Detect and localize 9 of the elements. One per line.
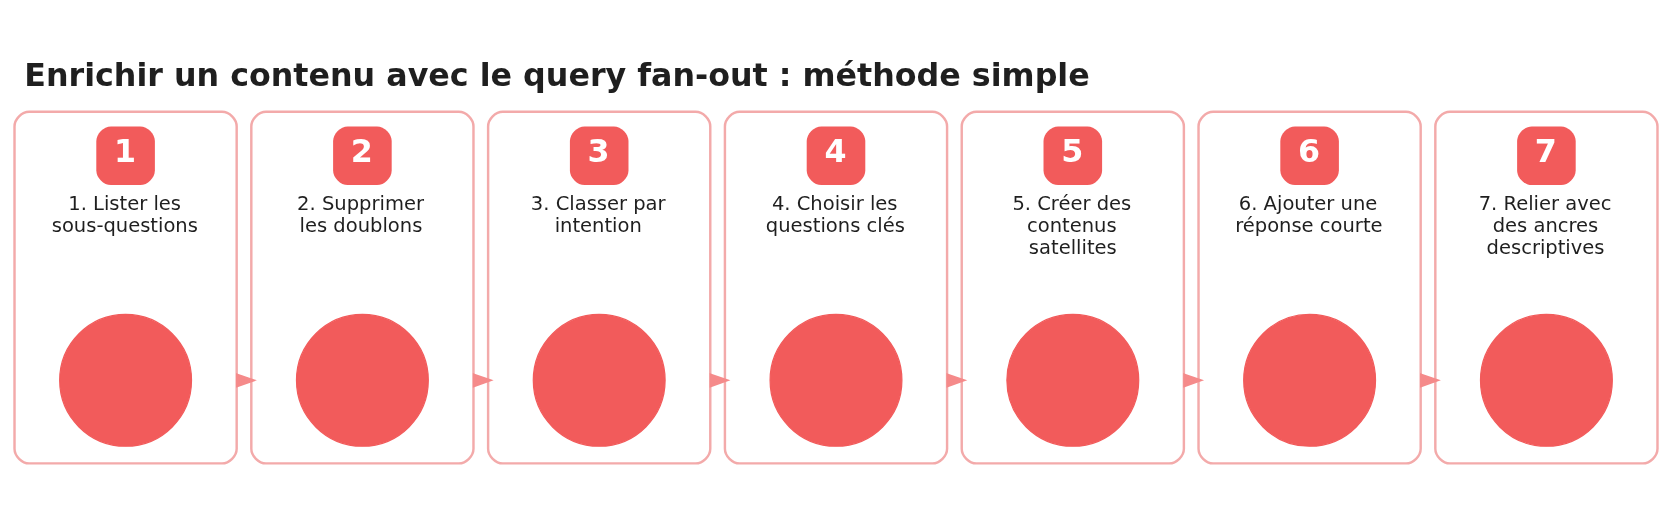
node-circle: [532, 313, 666, 447]
cluster: 7 7. Relier avec des ancres descriptives: [1434, 110, 1659, 465]
node-circle: [1006, 313, 1140, 447]
node-circle: [769, 313, 903, 447]
node-circle: [1479, 313, 1613, 447]
diagram-title: Enrichir un contenu avec le query fan-out : méthode simple: [24, 56, 1090, 93]
node-circle: [295, 313, 429, 447]
node-circle: [1243, 313, 1377, 447]
node-circle: [59, 313, 193, 447]
